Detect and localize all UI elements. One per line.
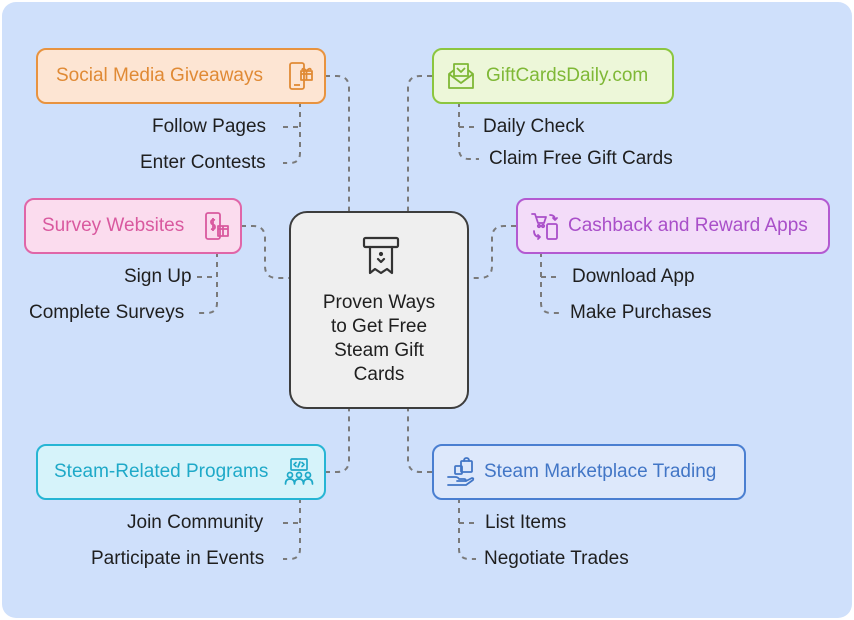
central-topic-text: Proven Ways to Get Free Steam Gift Cards bbox=[291, 291, 467, 387]
sub-item-follow-pages: Follow Pages bbox=[152, 116, 267, 137]
gift-card-dispenser-icon bbox=[362, 236, 400, 275]
branch-giftcardsdaily: GiftCardsDaily.com bbox=[432, 48, 674, 104]
branch-label: GiftCardsDaily.com bbox=[486, 65, 649, 86]
sub-item-download-app: Download App bbox=[572, 266, 695, 287]
branch-survey-websites: Survey Websites bbox=[24, 198, 242, 254]
phone-gift-icon bbox=[289, 62, 313, 90]
sub-item-list-items: List Items bbox=[485, 512, 567, 533]
branch-cashback-reward-apps: Cashback and Reward Apps bbox=[516, 198, 830, 254]
central-line-3: Steam Gift bbox=[334, 340, 424, 361]
branch-label: Steam-Related Programs bbox=[54, 461, 269, 482]
branch-social-media-giveaways: Social Media Giveaways bbox=[36, 48, 326, 104]
central-line-4: Cards bbox=[353, 364, 405, 385]
sub-item-join-community: Join Community bbox=[127, 512, 264, 533]
branch-label: Survey Websites bbox=[42, 215, 185, 236]
central-line-1: Proven Ways bbox=[322, 292, 436, 313]
branch-label: Social Media Giveaways bbox=[56, 65, 263, 86]
sub-item-make-purchases: Make Purchases bbox=[570, 302, 712, 323]
branch-steam-related-programs: Steam-Related Programs bbox=[36, 444, 326, 500]
sub-item-daily-check: Daily Check bbox=[483, 116, 585, 137]
branch-label: Cashback and Reward Apps bbox=[568, 215, 808, 236]
sub-item-negotiate-trades: Negotiate Trades bbox=[484, 548, 629, 569]
branch-label: Steam Marketplace Trading bbox=[484, 461, 717, 482]
sub-item-participate-in-events: Participate in Events bbox=[91, 548, 265, 569]
hand-bag-icon bbox=[447, 457, 475, 486]
phone-dollar-gift-icon bbox=[205, 212, 229, 240]
sub-item-complete-surveys: Complete Surveys bbox=[29, 302, 185, 323]
code-community-icon bbox=[284, 458, 314, 485]
envelope-card-icon bbox=[448, 63, 474, 89]
central-line-2: to Get Free bbox=[330, 316, 428, 337]
sub-item-enter-contests: Enter Contests bbox=[140, 152, 266, 173]
sub-item-sign-up: Sign Up bbox=[124, 266, 192, 287]
cart-phone-exchange-icon bbox=[531, 213, 558, 240]
central-topic-node: Proven Ways to Get Free Steam Gift Cards bbox=[289, 211, 469, 409]
sub-item-claim-free-gift-cards: Claim Free Gift Cards bbox=[489, 148, 673, 169]
branch-steam-marketplace-trading: Steam Marketplace Trading bbox=[432, 444, 746, 500]
